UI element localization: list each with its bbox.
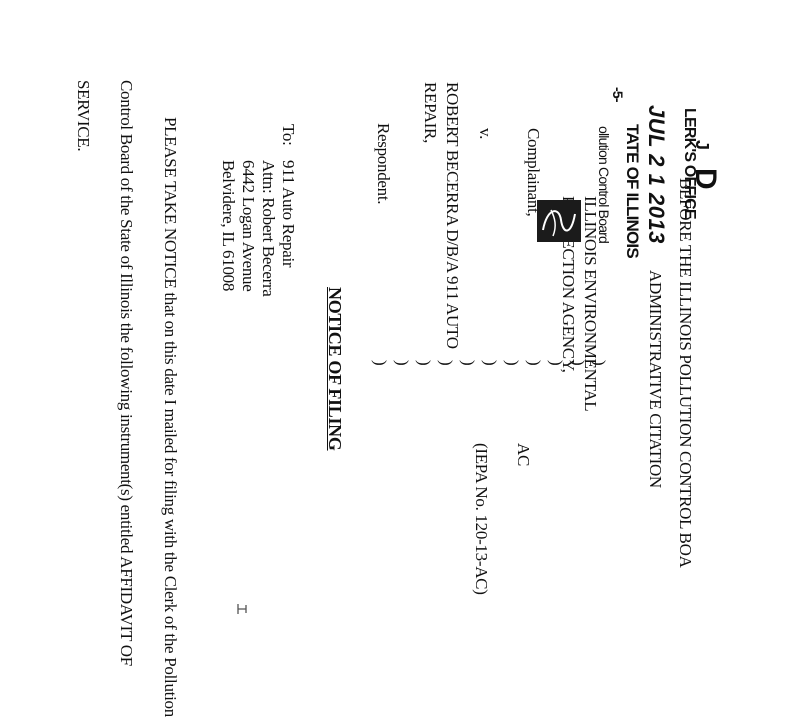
addressee-line-1: 911 Auto Repair	[279, 160, 298, 268]
to-label: To:	[279, 124, 298, 146]
caption-bracket: )	[437, 360, 456, 366]
caption-bracket: )	[415, 360, 434, 366]
addressee-line-3: 6442 Logan Avenue	[239, 160, 258, 292]
caption-bracket: )	[481, 360, 500, 366]
caption-bracket: )	[393, 360, 412, 366]
body-line-2: Control Board of the State of Illinois t…	[117, 80, 136, 666]
stamp-state: TATE OF ILLINOIS	[623, 124, 642, 258]
case-number: (IEPA No. 120-13-AC)	[472, 443, 491, 595]
versus: v.	[476, 128, 495, 140]
caption-bracket: )	[569, 360, 588, 366]
addressee-line-2: Attn: Robert Becerra	[259, 160, 278, 297]
caption-bracket: )	[547, 360, 566, 366]
respondent-name-2: REPAIR,	[421, 82, 440, 144]
body-line-3: SERVICE.	[74, 80, 93, 152]
court-heading: BEFORE THE ILLINOIS POLLUTION CONTROL BO…	[676, 178, 695, 568]
body-line-1: PLEASE TAKE NOTICE that on this date I m…	[161, 117, 180, 717]
caption-bracket: )	[459, 360, 478, 366]
corner-mark-icon	[237, 604, 247, 614]
caption-brackets: )	[590, 360, 609, 366]
caption-bracket: )	[503, 360, 522, 366]
complainant-name: ILLINOIS ENVIRONMENTAL	[581, 196, 600, 412]
stamp-date: JUL 2 1 2013	[644, 105, 669, 244]
caption-bracket: )	[371, 360, 390, 366]
stamp-mark: -5-	[610, 87, 626, 102]
respondent-name: ROBERT BECERRA D/B/A 911 AUTO	[443, 82, 462, 349]
caption-bracket: )	[525, 360, 544, 366]
notice-title: NOTICE OF FILING	[325, 287, 345, 451]
addressee-line-4: Belvidere, IL 61008	[219, 160, 238, 292]
document-page: J D LERK'S OFFICE JUL 2 1 2013 TATE OF I…	[74, 80, 722, 717]
redacted-signature	[537, 200, 581, 242]
case-ac: AC	[514, 443, 533, 467]
respondent-label: Respondent.	[374, 123, 393, 205]
proceeding-type: ADMINISTRATIVE CITATION	[646, 270, 665, 488]
